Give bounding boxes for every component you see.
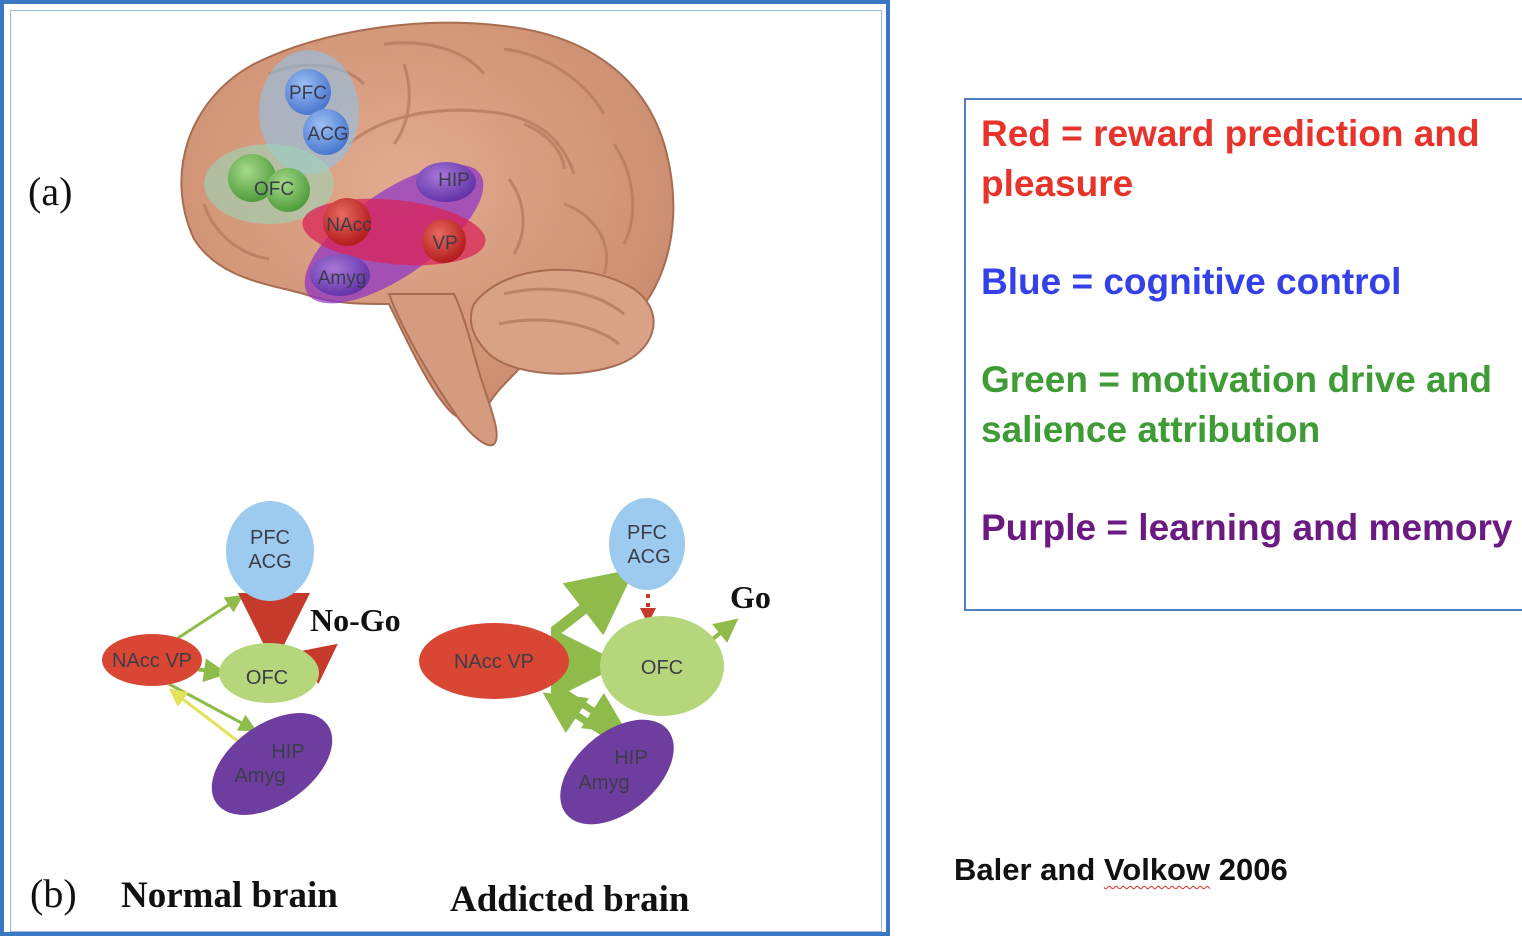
legend-red: Red = reward prediction and pleasure	[981, 113, 1480, 204]
legend-blue: Blue = cognitive control	[981, 261, 1402, 302]
citation: Baler and Volkow 2006	[954, 852, 1288, 888]
normal-outcome-label: No-Go	[310, 602, 401, 638]
normal-brain-caption: Normal brain	[121, 875, 338, 916]
panel-b-label: (b)	[30, 871, 77, 916]
figure-inner-border	[10, 10, 882, 932]
normal-nacc-vp-label: NAcc VP	[112, 650, 192, 672]
addicted-ofc-label: OFC	[641, 657, 683, 679]
legend-green: Green = motivation drive and salience at…	[981, 359, 1492, 450]
label-vp: VP	[432, 233, 457, 254]
amyg-ball	[310, 254, 370, 296]
normal-network: PFC ACG NAcc VP OFC HIP Amyg No-Go	[102, 501, 401, 815]
addicted-ofc-node	[600, 616, 724, 716]
normal-nacc-vp-node	[102, 634, 202, 686]
hip-ball	[416, 162, 476, 202]
acg-ball	[303, 109, 349, 155]
addicted-outcome-label: Go	[730, 579, 771, 615]
addicted-network: PFC ACG NAcc VP OFC HIP Amyg Go	[419, 498, 771, 825]
addicted-hip-label: HIP	[614, 747, 647, 769]
ofc-ball-left	[228, 154, 276, 202]
addicted-amyg-label: Amyg	[578, 772, 629, 794]
normal-ofc-node	[219, 643, 319, 703]
addicted-pfc-acg-node	[609, 498, 685, 590]
region-overlays	[204, 50, 486, 304]
vp-ball	[422, 219, 466, 263]
label-hip: HIP	[438, 170, 470, 191]
normal-hip-label: HIP	[271, 741, 304, 763]
pfc-ball	[285, 69, 331, 115]
normal-pfc-label: PFC	[250, 527, 290, 549]
citation-author: Volkow	[1103, 852, 1211, 887]
addicted-nacc-vp-node	[419, 623, 569, 699]
addicted-pfc-label: PFC	[627, 522, 667, 544]
label-amyg: Amyg	[318, 268, 367, 289]
citation-year: 2006	[1210, 852, 1288, 887]
normal-pfc-acg-node	[226, 501, 314, 601]
addicted-brain-caption: Addicted brain	[450, 879, 690, 920]
citation-pre: Baler and	[954, 852, 1104, 887]
normal-acg-label: ACG	[248, 551, 291, 573]
addicted-arrow-hip-to-nacc	[542, 692, 610, 739]
normal-hip-amyg-node	[211, 713, 333, 815]
diagram-canvas: PFC ACG OFC HIP NAcc VP Amyg PFC ACG N	[102, 21, 771, 825]
figure-frame: PFC ACG OFC HIP NAcc VP Amyg PFC ACG N	[0, 0, 890, 936]
label-pfc: PFC	[289, 83, 327, 104]
normal-ofc-label: OFC	[246, 667, 288, 689]
normal-arrow-nacc-to-pfc	[168, 595, 244, 646]
nacc-ball	[323, 198, 371, 246]
brain-stem	[387, 293, 498, 447]
legend-purple: Purple = learning and memory	[981, 507, 1513, 548]
ofc-ball-right	[266, 168, 310, 212]
normal-arrow-hip-to-nacc	[168, 688, 240, 744]
label-nacc: NAcc	[326, 215, 371, 236]
addicted-hip-amyg-node	[560, 719, 674, 825]
color-legend: Red = reward prediction and pleasure Blu…	[964, 98, 1522, 611]
normal-amyg-label: Amyg	[234, 765, 285, 787]
panel-a-label: (a)	[28, 169, 73, 214]
addicted-nacc-vp-label: NAcc VP	[454, 651, 534, 673]
addicted-arrow-nacc-to-hip	[562, 689, 628, 734]
addicted-arrow-nacc-to-pfc	[550, 568, 635, 637]
label-acg: ACG	[307, 124, 348, 145]
addicted-acg-label: ACG	[627, 546, 670, 568]
label-ofc: OFC	[254, 179, 294, 200]
brain-gyri	[202, 41, 635, 346]
